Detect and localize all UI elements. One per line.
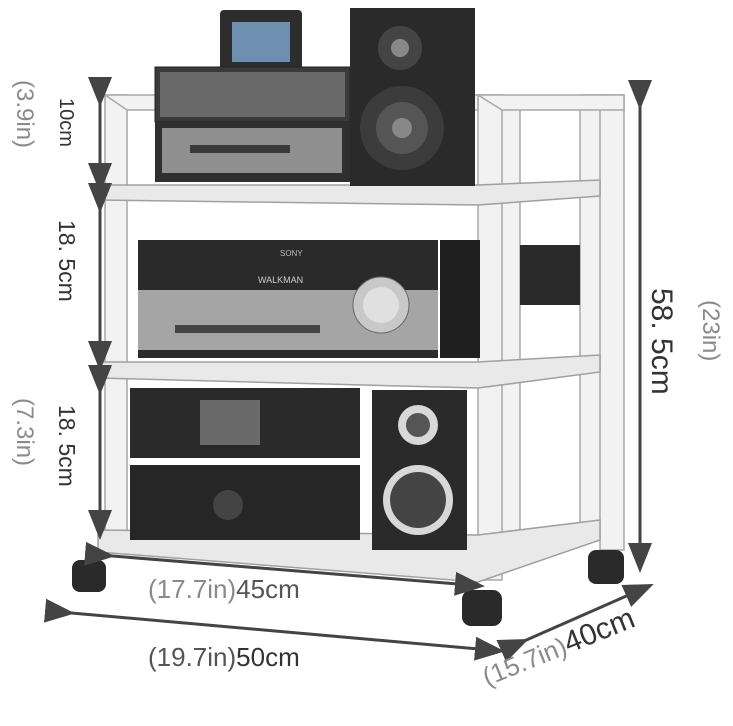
middle-receiver <box>138 240 580 358</box>
outer-width-in: (19.7in) <box>148 642 237 672</box>
low-gap-cm-label: 18. 5cm <box>54 405 80 487</box>
receiver-brand: SONY <box>280 249 303 258</box>
outer-width-label: (19.7in)50cm <box>148 644 300 670</box>
bottom-devices <box>130 388 467 550</box>
mid-gap-cm-label: 18. 5cm <box>54 220 80 302</box>
inner-width-in: (17.7in) <box>148 574 237 604</box>
height-in-label: (23in) <box>697 300 724 362</box>
inner-width-cm: 45cm <box>236 574 300 604</box>
outer-width-cm: 50cm <box>236 642 300 672</box>
inner-width-label: (17.7in)45cm <box>148 576 300 602</box>
dimension-arrows <box>44 77 654 663</box>
low-gap-in-label: (7.3in) <box>11 398 38 467</box>
rack-frame <box>102 94 625 581</box>
height-cm-label: 58. 5cm <box>645 288 678 395</box>
receiver-display: WALKMAN <box>258 275 304 285</box>
top-devices <box>154 8 475 186</box>
top-gap-cm-label: 10cm <box>55 98 77 147</box>
top-gap-in-label: (3.9in) <box>11 80 38 149</box>
